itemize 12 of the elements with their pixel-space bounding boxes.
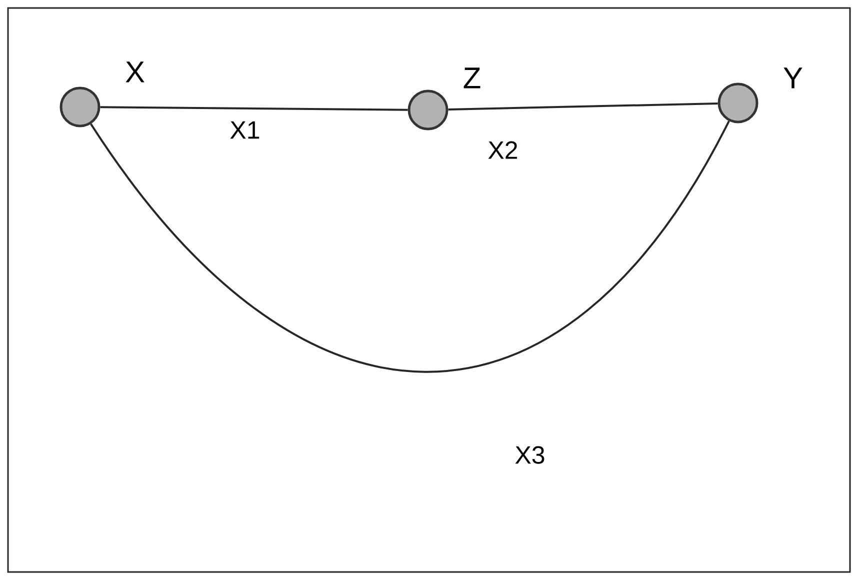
edge-label: X3 bbox=[514, 445, 546, 465]
node-circle bbox=[718, 82, 758, 124]
node-circle bbox=[60, 86, 100, 128]
node-letter: Z bbox=[464, 68, 480, 88]
connector-line bbox=[90, 120, 730, 372]
edge-label: X1 bbox=[228, 120, 262, 140]
node-circle bbox=[408, 90, 448, 130]
connector-line bbox=[448, 102, 718, 111]
edge-label: X2 bbox=[486, 140, 520, 160]
node-letter: X bbox=[126, 62, 144, 82]
connector-line bbox=[100, 106, 408, 111]
node-letter: Y bbox=[784, 68, 802, 88]
